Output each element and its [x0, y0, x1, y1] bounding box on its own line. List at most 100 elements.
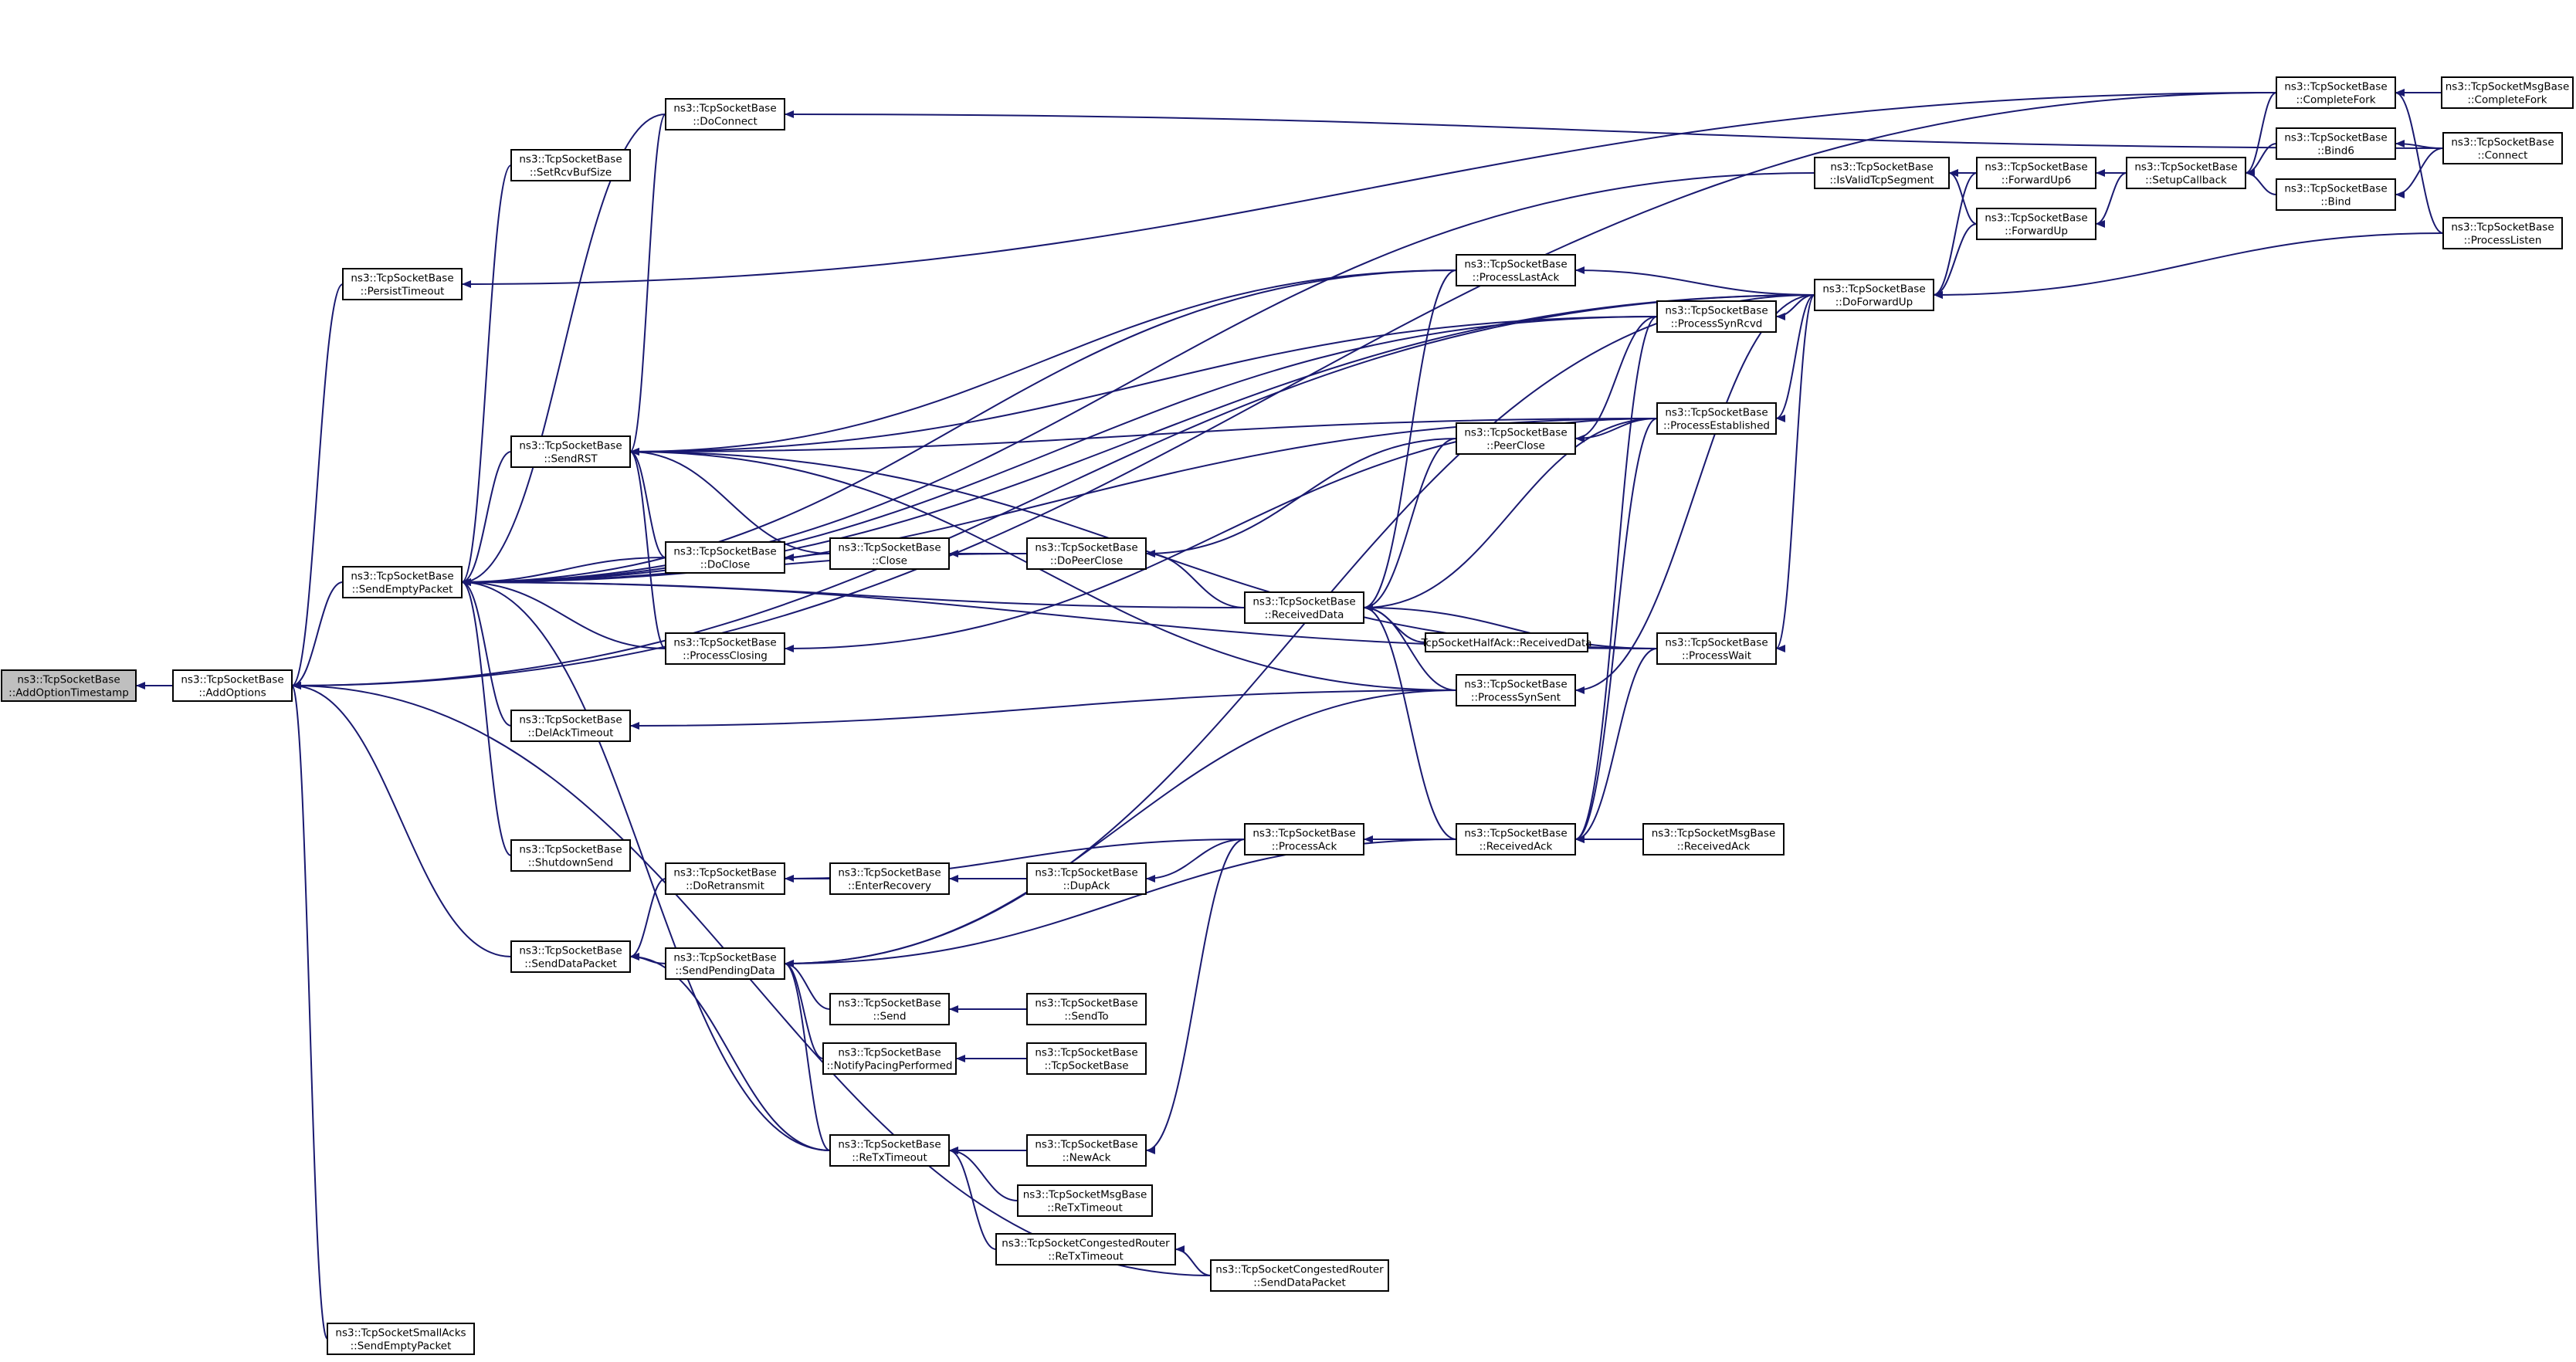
node-processLastAck[interactable]: ns3::TcpSocketBase::ProcessLastAck — [1456, 254, 1576, 286]
node-addOptions[interactable]: ns3::TcpSocketBase::AddOptions — [172, 669, 293, 702]
edge-doForwardUp-to-processSynRcvd — [1775, 294, 1815, 320]
node-label: ns3::TcpSocketBase — [1665, 637, 1768, 649]
node-notifyPacingPerformed[interactable]: ns3::TcpSocketBase::NotifyPacingPerforme… — [822, 1042, 957, 1075]
node-box — [1456, 254, 1576, 286]
node-label: ns3::TcpSocketCongestedRouter — [1215, 1264, 1384, 1276]
edge-processSynSent-to-sendRST — [629, 448, 1457, 691]
node-msgBaseReTxTimeout[interactable]: ns3::TcpSocketMsgBase::ReTxTimeout — [1017, 1184, 1153, 1217]
node-msgBaseReceivedAck[interactable]: ns3::TcpSocketMsgBase::ReceivedAck — [1642, 823, 1785, 855]
node-label: ns3::TcpSocketBase — [1035, 542, 1137, 554]
node-processEstablished[interactable]: ns3::TcpSocketBase::ProcessEstablished — [1656, 402, 1777, 435]
node-label: ns3::TcpSocketSmallAcks — [335, 1327, 466, 1340]
node-doRetransmit[interactable]: ns3::TcpSocketBase::DoRetransmit — [665, 862, 785, 895]
node-bind[interactable]: ns3::TcpSocketBase::Bind — [2276, 178, 2396, 211]
node-label: ::ProcessSynSent — [1471, 692, 1561, 704]
node-label: ::ForwardUp6 — [2001, 174, 2071, 187]
node-processWait[interactable]: ns3::TcpSocketBase::ProcessWait — [1656, 632, 1777, 665]
node-processAck[interactable]: ns3::TcpSocketBase::ProcessAck — [1244, 823, 1364, 855]
node-shutdownSend[interactable]: ns3::TcpSocketBase::ShutdownSend — [510, 839, 631, 872]
node-sendPendingData[interactable]: ns3::TcpSocketBase::SendPendingData — [665, 947, 785, 980]
node-doConnect[interactable]: ns3::TcpSocketBase::DoConnect — [665, 98, 785, 130]
node-setRcvBufSize[interactable]: ns3::TcpSocketBase::SetRcvBufSize — [510, 149, 631, 181]
edge-processSynRcvd-to-peerClose — [1574, 316, 1658, 442]
edge-processSynSent-to-delAckTimeout — [629, 689, 1457, 730]
node-label: ::ProcessWait — [1682, 650, 1751, 662]
node-processListen[interactable]: ns3::TcpSocketBase::ProcessListen — [2442, 217, 2563, 249]
node-box — [2276, 178, 2396, 211]
node-connect[interactable]: ns3::TcpSocketBase::Connect — [2442, 132, 2563, 164]
node-box — [1, 669, 137, 702]
node-tcpSocketBaseCtor[interactable]: ns3::TcpSocketBase::TcpSocketBase — [1026, 1042, 1147, 1075]
call-graph-edges — [136, 89, 2444, 1340]
node-processClosing[interactable]: ns3::TcpSocketBase::ProcessClosing — [665, 632, 785, 665]
edge-processWait-to-receivedData — [1363, 604, 1658, 649]
node-box — [665, 862, 785, 895]
node-processSynSent[interactable]: ns3::TcpSocketBase::ProcessSynSent — [1456, 674, 1576, 706]
node-smallAcksSendEmptyPacket[interactable]: ns3::TcpSocketSmallAcks::SendEmptyPacket — [327, 1323, 475, 1355]
edge-receivedData-to-sendEmptyPacket — [461, 578, 1246, 608]
node-processSynRcvd[interactable]: ns3::TcpSocketBase::ProcessSynRcvd — [1656, 300, 1777, 333]
node-sendRST[interactable]: ns3::TcpSocketBase::SendRST — [510, 435, 631, 468]
node-setupCallback[interactable]: ns3::TcpSocketBase::SetupCallback — [2126, 157, 2246, 189]
node-addOptionTimestamp[interactable]: ns3::TcpSocketBase::AddOptionTimestamp — [1, 669, 137, 702]
node-receivedAck[interactable]: ns3::TcpSocketBase::ReceivedAck — [1456, 823, 1576, 855]
node-label: ::SendDataPacket — [524, 958, 617, 971]
edge-bind-to-setupCallback — [2245, 169, 2277, 195]
node-forwardUp6[interactable]: ns3::TcpSocketBase::ForwardUp6 — [1976, 157, 2096, 189]
node-isValidTcpSegment[interactable]: ns3::TcpSocketBase::IsValidTcpSegment — [1814, 157, 1950, 189]
node-doForwardUp[interactable]: ns3::TcpSocketBase::DoForwardUp — [1814, 279, 1934, 311]
node-forwardUp[interactable]: ns3::TcpSocketBase::ForwardUp — [1976, 208, 2096, 240]
node-congestedSendDataPacket[interactable]: ns3::TcpSocketCongestedRouter::SendDataP… — [1210, 1259, 1389, 1292]
node-congestedReTxTimeout[interactable]: ns3::TcpSocketCongestedRouter::ReTxTimeo… — [995, 1233, 1176, 1265]
node-label: ::SendRST — [544, 453, 598, 466]
node-box — [1456, 674, 1576, 706]
node-persistTimeout[interactable]: ns3::TcpSocketBase::PersistTimeout — [342, 268, 463, 300]
node-label: ::Bind — [2320, 196, 2351, 208]
node-doPeerClose[interactable]: ns3::TcpSocketBase::DoPeerClose — [1026, 537, 1147, 570]
node-box — [510, 710, 631, 742]
node-label: ::DoClose — [700, 559, 751, 571]
node-label: ::Send — [873, 1011, 906, 1023]
node-halfAckReceivedData[interactable]: TcpSocketHalfAck::ReceivedData — [1420, 632, 1592, 652]
node-sendEmptyPacket[interactable]: ns3::TcpSocketBase::SendEmptyPacket — [342, 566, 463, 598]
edge-processAck-to-dupAck — [1145, 839, 1246, 883]
node-label: ns3::TcpSocketBase — [1464, 679, 1567, 691]
node-box — [822, 1042, 957, 1075]
node-close[interactable]: ns3::TcpSocketBase::Close — [829, 537, 950, 570]
node-enterRecovery[interactable]: ns3::TcpSocketBase::EnterRecovery — [829, 862, 950, 895]
node-label: ns3::TcpSocketBase — [181, 674, 283, 686]
node-reTxTimeout[interactable]: ns3::TcpSocketBase::ReTxTimeout — [829, 1134, 950, 1167]
node-label: ns3::TcpSocketBase — [519, 844, 622, 856]
edge-congestedReTxTimeout-to-reTxTimeout — [948, 1147, 997, 1250]
node-label: ns3::TcpSocketBase — [838, 1047, 941, 1059]
node-label: ::ProcessClosing — [683, 650, 768, 662]
edge-receivedAck-to-receivedData — [1363, 604, 1457, 840]
node-delAckTimeout[interactable]: ns3::TcpSocketBase::DelAckTimeout — [510, 710, 631, 742]
edge-sendRST-to-sendEmptyPacket — [461, 451, 512, 586]
node-label: ::ReceivedData — [1265, 609, 1344, 622]
node-peerClose[interactable]: ns3::TcpSocketBase::PeerClose — [1456, 422, 1576, 455]
node-label: ns3::TcpSocketBase — [1464, 259, 1567, 271]
node-msgBaseCompleteFork[interactable]: ns3::TcpSocketMsgBase::CompleteFork — [2441, 76, 2574, 109]
node-completeFork[interactable]: ns3::TcpSocketBase::CompleteFork — [2276, 76, 2396, 109]
node-box — [1026, 537, 1147, 570]
edge-processEstablished-to-peerClose — [1574, 418, 1658, 442]
node-sendTo[interactable]: ns3::TcpSocketBase::SendTo — [1026, 993, 1147, 1025]
node-doClose[interactable]: ns3::TcpSocketBase::DoClose — [665, 541, 785, 574]
node-receivedData[interactable]: ns3::TcpSocketBase::ReceivedData — [1244, 591, 1364, 624]
node-dupAck[interactable]: ns3::TcpSocketBase::DupAck — [1026, 862, 1147, 895]
edge-processWait-to-receivedAck — [1574, 648, 1658, 843]
node-label: ::ProcessEstablished — [1663, 420, 1770, 432]
node-label: ns3::TcpSocketBase — [673, 546, 776, 558]
edge-congestedSendDataPacket-to-congestedReTxTimeout — [1174, 1245, 1212, 1276]
node-send[interactable]: ns3::TcpSocketBase::Send — [829, 993, 950, 1025]
edge-doForwardUp-to-processEstablished — [1775, 294, 1815, 422]
node-box — [1210, 1259, 1389, 1292]
node-bind6[interactable]: ns3::TcpSocketBase::Bind6 — [2276, 127, 2396, 160]
node-newAck[interactable]: ns3::TcpSocketBase::NewAck — [1026, 1134, 1147, 1167]
node-box — [2276, 76, 2396, 109]
node-sendDataPacket[interactable]: ns3::TcpSocketBase::SendDataPacket — [510, 940, 631, 973]
node-label: ::CompleteFork — [2467, 94, 2547, 107]
edge-processSynSent-to-receivedData — [1363, 604, 1457, 691]
node-box — [1244, 591, 1364, 624]
